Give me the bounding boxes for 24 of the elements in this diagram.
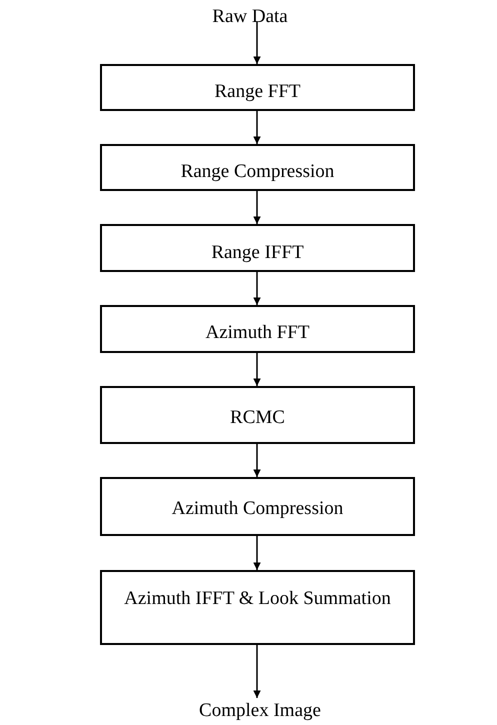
- step-label: RCMC: [230, 408, 285, 429]
- step-label: Range Compression: [180, 162, 334, 183]
- arrow: [253, 353, 261, 386]
- step-label: Azimuth FFT: [206, 323, 310, 344]
- arrow: [253, 444, 261, 477]
- process-box: [100, 144, 415, 191]
- process-box: [100, 570, 415, 645]
- process-box: [100, 224, 415, 272]
- arrow: [253, 191, 261, 224]
- flow-endpoint-label: Raw Data: [212, 6, 288, 28]
- flow-endpoint-label: Complex Image: [199, 700, 321, 722]
- process-box: [100, 386, 415, 444]
- arrow: [253, 111, 261, 144]
- arrow: [253, 645, 261, 698]
- arrow: [253, 536, 261, 570]
- step-label: Range IFFT: [211, 243, 304, 264]
- step-label: Azimuth Compression: [172, 499, 344, 520]
- arrow: [253, 22, 261, 64]
- process-box: [100, 477, 415, 536]
- process-box: [100, 305, 415, 353]
- arrow: [253, 272, 261, 305]
- step-label: Range FFT: [214, 82, 301, 103]
- process-box: [100, 64, 415, 111]
- step-label: Azimuth IFFT & Look Summation: [124, 589, 391, 610]
